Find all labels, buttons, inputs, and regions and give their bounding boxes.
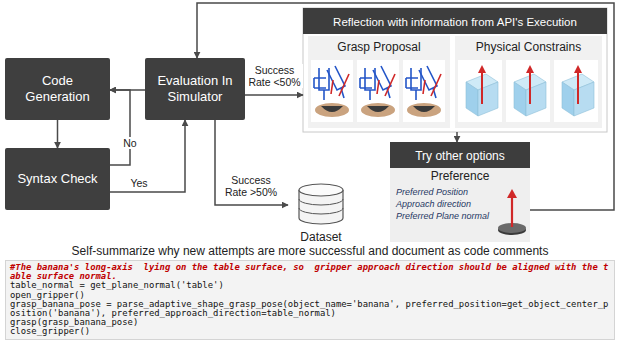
grasp-panel <box>308 36 450 128</box>
edge-label: Success Rate <50% <box>246 64 303 88</box>
grasp-thumbnail <box>403 60 445 122</box>
dataset-store: Dataset <box>288 180 354 246</box>
options-panel: Try other optionsPreferencePreferred Pos… <box>390 142 530 242</box>
constraint-panel <box>455 36 602 128</box>
code-line: grasp_banana_pose = parse_adaptive_shape… <box>10 300 610 318</box>
grasp-panel: Grasp Proposal <box>308 36 450 128</box>
preference-item: Preferred Position <box>390 186 496 198</box>
constraint-thumbnail <box>458 60 502 122</box>
header-bar: Reflection with information from API's E… <box>303 8 607 34</box>
panel-title: Physical Constrains <box>455 40 602 55</box>
reflection-panel <box>303 8 607 132</box>
panel-title: Reflection with information from API's E… <box>333 16 577 28</box>
header-bar: Try other options <box>390 142 530 168</box>
database-rings <box>299 199 343 214</box>
constraint-thumbnail <box>506 60 550 122</box>
edge-label: Yes <box>124 177 154 189</box>
constraint-thumbnail <box>554 60 598 122</box>
caption-note: Self-summarize why new attempts are more… <box>0 244 620 259</box>
flow-arrow <box>57 120 59 148</box>
code-block: #The banana's long-axis lying on the tab… <box>5 260 615 340</box>
panel-title: Grasp Proposal <box>308 40 450 55</box>
preference-item: Preferred Plane normal <box>390 210 496 222</box>
code-line: open_gripper() <box>10 291 610 300</box>
flow-arrow <box>110 120 185 192</box>
flow-arrow <box>245 94 303 96</box>
box-label: Syntax Check <box>17 171 97 187</box>
constraint-panel: Physical Constrains <box>455 36 602 128</box>
database-top <box>299 184 343 196</box>
preference-item: Approach direction <box>390 198 496 210</box>
process-box: Code Generation <box>5 58 110 120</box>
grasp-thumbnail <box>357 60 399 122</box>
decision-box: Syntax Check <box>5 148 110 210</box>
preference-panel: PreferencePreferred PositionApproach dir… <box>390 166 530 242</box>
panel-title: Preference <box>390 169 530 184</box>
code-line: close_gripper() <box>10 327 610 336</box>
process-box: Evaluation In Simulator <box>145 58 245 120</box>
edge-label: Success Rate >50% <box>222 174 280 198</box>
flow-arrow <box>215 120 288 205</box>
box-label: Evaluation In Simulator <box>151 73 239 105</box>
box-label: Code Generation <box>11 73 104 105</box>
reflection-panel: Reflection with information from API's E… <box>303 8 607 132</box>
panel-title: Try other options <box>415 149 505 163</box>
code-line: grasp(grasp_banana_pose) <box>10 318 610 327</box>
flow-arrow <box>456 132 458 142</box>
normal-arrowhead <box>507 189 517 198</box>
store-label: Dataset <box>300 230 341 245</box>
code-line: table_normal = get_plane_normal('table') <box>10 281 610 290</box>
code-comment: #The banana's long-axis lying on the tab… <box>10 263 610 281</box>
normal-arrow <box>511 196 513 227</box>
flow-arrow <box>197 3 614 210</box>
grasp-thumbnail <box>311 60 353 122</box>
flow-arrow <box>110 90 130 165</box>
edge-label: No <box>120 137 140 149</box>
preference-panel <box>390 166 530 242</box>
